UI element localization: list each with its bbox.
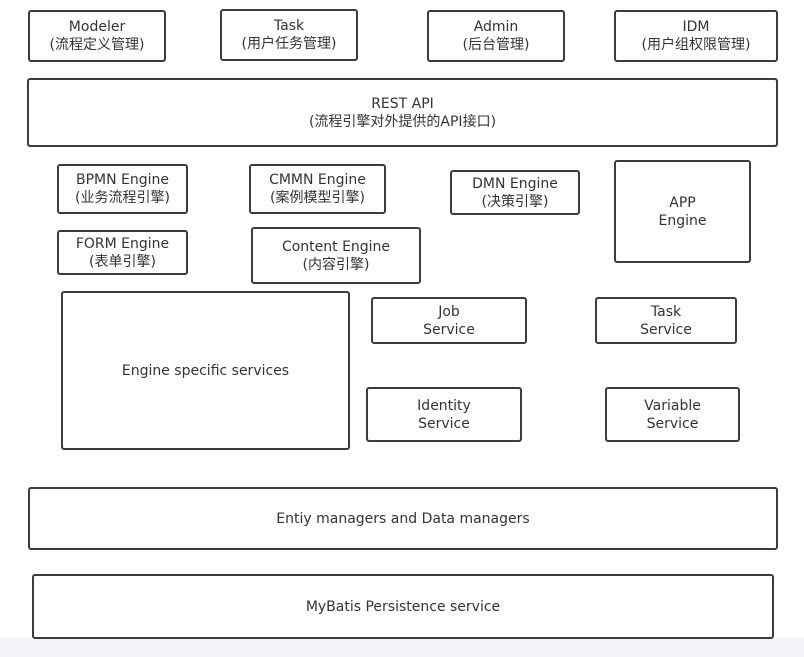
content-engine-box: Content Engine (内容引擎)	[251, 227, 421, 284]
identity-service-line2: Service	[418, 415, 470, 432]
dmn-engine-box: DMN Engine (决策引擎)	[450, 170, 580, 215]
engine-specific-services-box: Engine specific services	[61, 291, 350, 450]
job-service-line2: Service	[423, 321, 475, 338]
app-engine-box: APP Engine	[614, 160, 751, 263]
dmn-engine-title: DMN Engine	[472, 175, 558, 192]
form-engine-subtitle: (表单引擎)	[89, 253, 156, 270]
cmmn-engine-subtitle: (案例模型引擎)	[270, 190, 365, 206]
admin-subtitle: (后台管理)	[462, 37, 530, 53]
admin-title: Admin	[473, 19, 519, 35]
job-service-box: Job Service	[371, 297, 527, 344]
form-engine-title: FORM Engine	[75, 235, 170, 252]
form-engine-box: FORM Engine (表单引擎)	[57, 230, 188, 275]
modeler-subtitle: (流程定义管理)	[49, 37, 145, 53]
cmmn-engine-box: CMMN Engine (案例模型引擎)	[249, 164, 386, 214]
app-engine-line1: APP	[669, 194, 696, 211]
modeler-box: Modeler (流程定义管理)	[28, 10, 166, 62]
app-engine-line2: Engine	[658, 212, 707, 229]
bpmn-engine-subtitle: (业务流程引擎)	[75, 190, 170, 206]
bpmn-engine-title: BPMN Engine	[75, 172, 170, 188]
bpmn-engine-box: BPMN Engine (业务流程引擎)	[57, 164, 188, 214]
dmn-engine-subtitle: (决策引擎)	[481, 193, 549, 210]
idm-box: IDM (用户组权限管理)	[614, 10, 778, 62]
rest-api-box: REST API (流程引擎对外提供的API接口)	[27, 78, 778, 147]
entity-managers-label: Entiy managers and Data managers	[276, 510, 530, 527]
footer-band	[0, 638, 804, 657]
idm-title: IDM	[682, 19, 710, 35]
task-app-box: Task (用户任务管理)	[220, 9, 358, 61]
content-engine-title: Content Engine	[281, 238, 391, 255]
engine-specific-services-label: Engine specific services	[121, 362, 290, 379]
variable-service-box: Variable Service	[605, 387, 740, 442]
mybatis-label: MyBatis Persistence service	[305, 598, 501, 615]
variable-service-line1: Variable	[644, 397, 701, 414]
modeler-title: Modeler	[68, 19, 126, 35]
mybatis-box: MyBatis Persistence service	[32, 574, 774, 639]
rest-api-title: REST API	[371, 95, 434, 112]
job-service-line1: Job	[438, 303, 460, 320]
identity-service-line1: Identity	[417, 397, 471, 414]
idm-subtitle: (用户组权限管理)	[641, 37, 751, 53]
entity-managers-box: Entiy managers and Data managers	[28, 487, 778, 550]
admin-box: Admin (后台管理)	[427, 10, 565, 62]
identity-service-box: Identity Service	[366, 387, 522, 442]
task-service-line1: Task	[650, 303, 682, 320]
task-app-title: Task	[273, 18, 305, 34]
task-service-line2: Service	[640, 321, 692, 338]
content-engine-subtitle: (内容引擎)	[302, 256, 370, 273]
task-service-box: Task Service	[595, 297, 737, 344]
variable-service-line2: Service	[646, 415, 699, 432]
task-app-subtitle: (用户任务管理)	[241, 36, 337, 52]
rest-api-subtitle: (流程引擎对外提供的API接口)	[308, 113, 497, 130]
cmmn-engine-title: CMMN Engine	[269, 172, 366, 188]
